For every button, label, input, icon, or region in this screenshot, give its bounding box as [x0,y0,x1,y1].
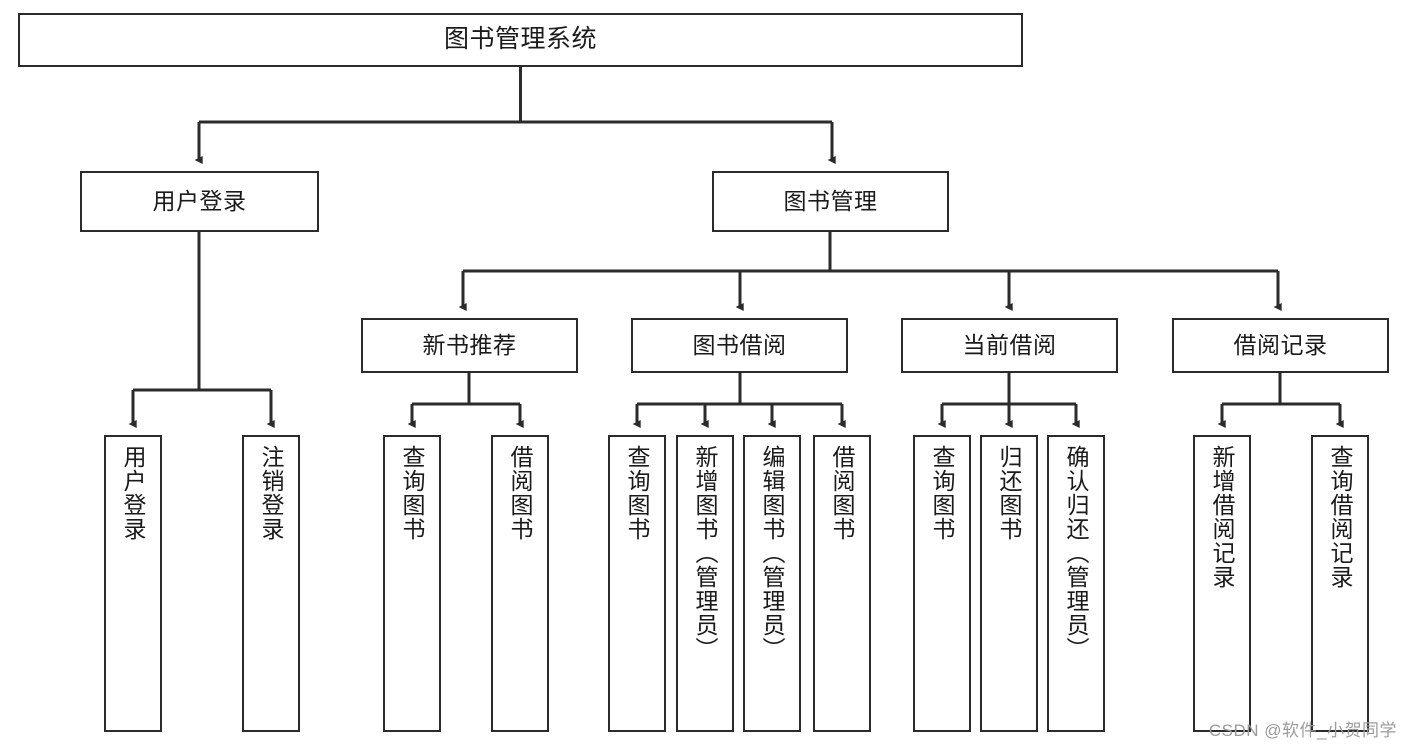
node-book-management[interactable]: 图书管理 [712,171,949,232]
node-label: 图书管理 [783,187,878,214]
node-label: 借阅图书 [829,445,856,541]
node-label: 查询借阅记录 [1327,445,1354,589]
node-label: 确认归还（管理员） [1063,445,1090,661]
leaf-borrow-borrow-book[interactable]: 借阅图书 [813,435,871,732]
node-label: 图书借阅 [692,331,787,358]
node-user-login[interactable]: 用户登录 [80,171,319,232]
node-label: 用户登录 [120,445,147,541]
leaf-record-query-record[interactable]: 查询借阅记录 [1311,435,1369,732]
node-system-root[interactable]: 图书管理系统 [18,13,1023,67]
leaf-user-login-signout[interactable]: 注销登录 [242,435,300,732]
leaf-current-return-book[interactable]: 归还图书 [980,435,1038,732]
leaf-current-query-book[interactable]: 查询图书 [913,435,971,732]
node-label: 当前借阅 [962,331,1057,358]
leaf-recommend-borrow-book[interactable]: 借阅图书 [491,435,549,732]
leaf-user-login-signin[interactable]: 用户登录 [104,435,162,732]
leaf-borrow-query-book[interactable]: 查询图书 [608,435,666,732]
node-label: 归还图书 [996,445,1023,541]
node-new-book-recommend[interactable]: 新书推荐 [361,318,578,373]
node-current-borrow[interactable]: 当前借阅 [901,318,1118,373]
leaf-record-add-record[interactable]: 新增借阅记录 [1193,435,1251,732]
node-label: 查询图书 [929,445,956,541]
leaf-borrow-edit-book[interactable]: 编辑图书（管理员） [743,435,801,732]
node-borrow-record[interactable]: 借阅记录 [1172,318,1389,373]
node-label: 查询图书 [624,445,651,541]
node-label: 新书推荐 [422,331,517,358]
node-book-borrow[interactable]: 图书借阅 [631,318,848,373]
node-label: 新增借阅记录 [1209,445,1236,589]
node-label: 用户登录 [152,187,247,214]
node-label: 查询图书 [399,445,426,541]
node-label: 编辑图书（管理员） [759,445,786,661]
leaf-current-confirm-return[interactable]: 确认归还（管理员） [1047,435,1105,732]
node-label: 图书管理系统 [443,25,597,54]
node-label: 借阅记录 [1233,331,1328,358]
node-label: 注销登录 [258,445,285,541]
node-label: 借阅图书 [507,445,534,541]
leaf-borrow-add-book[interactable]: 新增图书（管理员） [676,435,734,732]
node-label: 新增图书（管理员） [692,445,719,661]
leaf-recommend-query-book[interactable]: 查询图书 [383,435,441,732]
